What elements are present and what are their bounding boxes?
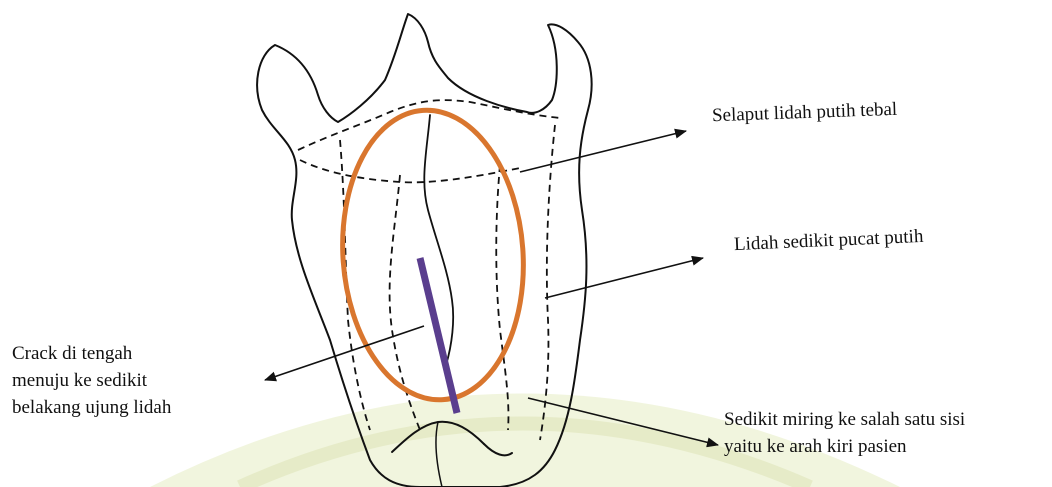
crack-label: Crack di tengah menuju ke sedikit belaka… xyxy=(12,340,171,421)
coating-arrow xyxy=(520,131,686,172)
crack-label-line-1: Crack di tengah xyxy=(12,340,171,367)
deviation-label: Sedikit miring ke salah satu sisi yaitu … xyxy=(724,406,965,460)
crack-label-line-2: menuju ke sedikit xyxy=(12,367,171,394)
zone-boundaries xyxy=(298,100,560,440)
crack-label-line-3: belakang ujung lidah xyxy=(12,394,171,421)
pale-arrow xyxy=(545,258,703,298)
deviation-label-line-1: Sedikit miring ke salah satu sisi xyxy=(724,406,965,433)
deviation-label-line-2: yaitu ke arah kiri pasien xyxy=(724,433,965,460)
highlight-ring xyxy=(333,104,533,406)
